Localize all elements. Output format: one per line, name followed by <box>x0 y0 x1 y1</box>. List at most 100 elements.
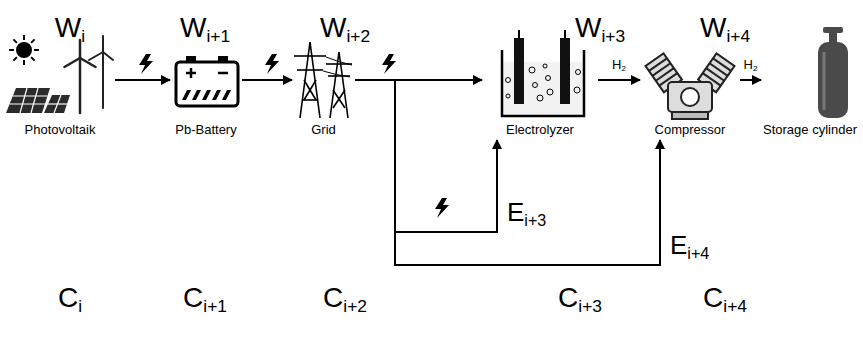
subscript: i+3 <box>578 296 602 316</box>
illustration-part <box>80 58 96 67</box>
illustration-part <box>333 90 345 108</box>
illustration-part <box>533 83 538 88</box>
illustration-part <box>190 68 193 78</box>
illustration-part <box>435 198 449 218</box>
symbol-letter: W <box>55 12 81 43</box>
sun-icon <box>9 35 39 65</box>
symbol-letter: H <box>612 57 621 72</box>
illustration-part <box>9 49 14 51</box>
component-label: Storage cylinder <box>763 122 857 138</box>
illustration-part <box>265 54 279 74</box>
variable-symbol: Wi <box>55 12 85 47</box>
illustration-part <box>79 58 82 113</box>
variable-symbol: Ci+1 <box>183 282 227 317</box>
illustration-part <box>818 42 848 118</box>
illustration-part <box>656 68 674 81</box>
subscript: i+2 <box>343 296 367 316</box>
variable-symbol: Ci <box>58 282 82 317</box>
symbol-letter: C <box>703 282 723 313</box>
flow-arrow <box>598 79 640 81</box>
electrolyzer-icon <box>502 30 584 116</box>
illustration-part <box>89 52 103 60</box>
illustration-part <box>506 78 511 83</box>
subscript: i+4 <box>726 26 750 46</box>
illustration-part <box>529 67 535 73</box>
illustration-part <box>537 95 543 101</box>
flow-label: H2 <box>742 57 760 74</box>
illustration-part <box>102 52 104 108</box>
lightning-symbol <box>139 54 449 218</box>
illustration-part <box>13 39 17 43</box>
illustration-part <box>547 89 553 95</box>
energy-symbol: Ei+4 <box>668 230 711 263</box>
symbol-letter: W <box>180 12 206 43</box>
symbol-letter: H <box>744 57 753 72</box>
symbol-letter: C <box>58 282 78 313</box>
subscript: 2 <box>621 64 625 73</box>
illustration-part <box>543 64 547 68</box>
component-node: Storage cylinder <box>761 25 859 140</box>
illustration-part <box>54 95 61 113</box>
illustration-part <box>506 64 581 101</box>
subscript: 2 <box>753 64 757 73</box>
symbol-letter: C <box>558 282 578 313</box>
illustration-part <box>326 57 352 65</box>
variable-symbol: Wi+4 <box>700 12 750 47</box>
subscript: i+4 <box>687 244 709 262</box>
subscript: i+1 <box>203 296 227 316</box>
illustration-part <box>681 88 699 106</box>
illustration-part <box>823 52 826 110</box>
symbol-letter: W <box>700 12 726 43</box>
symbol-letter: C <box>183 282 203 313</box>
illustration-part <box>564 30 566 38</box>
flow-arrow <box>355 80 660 265</box>
illustration-part <box>139 54 153 74</box>
illustration-part <box>652 63 670 76</box>
variable-symbol: Ci+3 <box>558 282 602 317</box>
wind-turbine-icon <box>64 36 113 113</box>
subscript: i+3 <box>524 211 546 229</box>
illustration-part <box>6 88 50 113</box>
illustration-part <box>303 99 317 101</box>
illustration-part <box>706 68 724 81</box>
illustration-part <box>576 70 581 75</box>
flow-label: H2 <box>610 57 628 74</box>
component-label: Grid <box>311 122 336 138</box>
component-label: Electrolyzer <box>506 122 574 138</box>
illustration-part <box>13 57 17 61</box>
illustration-part <box>13 95 48 96</box>
illustration-part <box>323 71 350 77</box>
component-label: Photovoltaik <box>25 122 96 138</box>
battery-icon <box>176 56 238 106</box>
illustration-part <box>31 88 38 113</box>
illustration-part <box>506 94 510 98</box>
illustration-part <box>304 80 316 100</box>
symbol-letter: W <box>320 12 346 43</box>
illustration-part <box>103 52 113 60</box>
illustration-part <box>668 82 712 112</box>
illustration-part <box>176 62 238 106</box>
illustration-part <box>574 87 580 93</box>
illustration-part <box>823 27 843 33</box>
illustration-part <box>672 112 708 119</box>
subscript: i <box>78 296 82 316</box>
symbol-letter: E <box>670 230 687 260</box>
illustration-part <box>546 76 551 81</box>
illustration-part <box>829 33 837 43</box>
variable-symbol: Wi+3 <box>575 12 625 47</box>
illustration-part <box>514 38 524 104</box>
flow-arrow <box>242 79 292 81</box>
compressor-icon <box>646 53 735 119</box>
storage-cylinder-icon <box>818 27 848 118</box>
illustration-part <box>17 43 31 57</box>
symbol-letter: W <box>575 12 601 43</box>
flow-arrow <box>115 79 170 81</box>
variable-symbol: Wi+1 <box>180 12 230 47</box>
illustration-part <box>64 58 80 67</box>
subscript: i+3 <box>601 26 625 46</box>
symbol-letter: C <box>323 282 343 313</box>
solar-panel-icon <box>6 88 70 113</box>
